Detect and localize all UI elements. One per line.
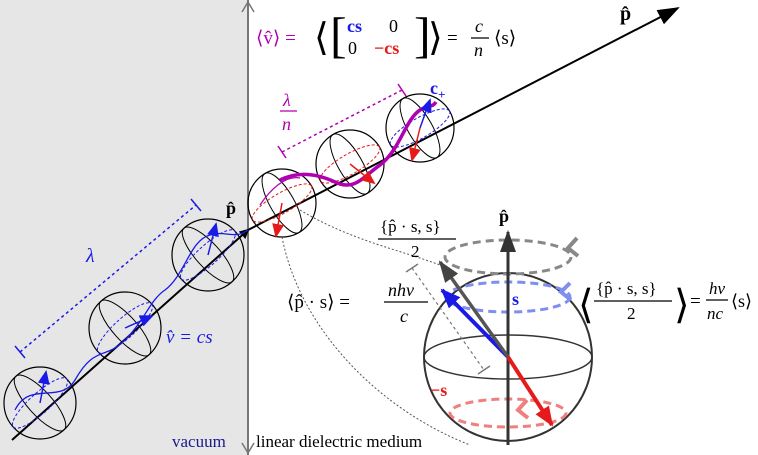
svg-text:⟨: ⟨: [578, 282, 594, 327]
medium-sphere-2: [315, 129, 385, 199]
vacuum-sphere-1: [3, 366, 77, 440]
matrix-r1c2: 0: [389, 16, 398, 36]
medium-propagation-axis: [247, 7, 680, 231]
anticomm-ring-chevron: [565, 236, 580, 258]
label-p-hat-top: p̂: [620, 3, 631, 25]
lambda-over-n-dimension-line: [281, 89, 403, 153]
matrix-r1c1: cs: [347, 16, 362, 36]
velocity-lhs: ⟨v̂⟩ =: [256, 28, 296, 49]
helicity-equation: ⟨p̂ · s⟩ = nhν c: [287, 280, 428, 326]
helicity-dimension-line: [411, 267, 485, 371]
label-s: s: [512, 289, 519, 309]
svg-text:⟩: ⟩: [674, 282, 690, 327]
svg-text:⟨: ⟨: [314, 17, 329, 59]
s-ring-chevron: [558, 281, 573, 302]
anticomm-vector: [438, 260, 510, 359]
medium-spin-arrow-1: [272, 202, 285, 238]
vacuum-spin-arrow-2: [124, 315, 154, 329]
c-plus-arrow: [419, 98, 432, 129]
svg-text:]: ]: [414, 7, 431, 63]
mean-anticomm-tail: ⟨s⟩: [731, 291, 752, 311]
matrix-r2c1: 0: [348, 38, 357, 58]
medium-spin-arrow-3: [409, 127, 421, 162]
helicity-num: nhν: [388, 280, 414, 300]
vacuum-spin-arrow-1: [37, 370, 50, 404]
label-lambda-over-n-den: n: [282, 114, 291, 134]
mean-anticomm-rden: nc: [707, 304, 724, 323]
vacuum-sphere-3: [171, 218, 245, 292]
label-c-plus: c+: [430, 78, 445, 102]
label-p-hat-interface: p̂: [226, 198, 236, 218]
label-v-equals-cs: v̂ = cs: [166, 327, 213, 348]
label-lambda: λ: [85, 245, 95, 267]
label-dielectric-medium: linear dielectric medium: [256, 432, 422, 451]
mean-anticomm-den: 2: [627, 304, 636, 323]
velocity-rhs-tail: ⟨s⟩: [494, 28, 516, 49]
label-minus-s: −s: [430, 380, 447, 400]
velocity-equation: ⟨v̂⟩ = ⟨ [ cs 0 0 −cs ] ⟩ = c n ⟨s⟩: [256, 7, 516, 63]
velocity-equals: =: [447, 28, 458, 49]
mean-anticomm-eq: =: [690, 291, 701, 312]
label-p-hat-sphere: p̂: [499, 206, 509, 226]
velocity-frac-den: n: [474, 40, 483, 60]
connector-upper: [299, 209, 441, 266]
medium-sphere-3: [385, 93, 455, 163]
vacuum-region: [0, 0, 248, 455]
lambda-dimension-line: [19, 204, 197, 353]
s-vector: [440, 288, 510, 359]
connector-lower: [281, 236, 471, 446]
anticomm-num: {p̂ · s, s}: [380, 217, 441, 236]
matrix-r2c2: −cs: [374, 38, 399, 58]
label-lambda-over-n-num: λ: [282, 90, 291, 110]
mean-anticomm-equation: ⟨ {p̂ · s, s} 2 ⟩ = hν nc ⟨s⟩: [578, 279, 752, 327]
anticomm-fraction: {p̂ · s, s} 2: [378, 217, 456, 261]
minus-s-ring-chevron: [515, 398, 530, 420]
minus-s-vector: [506, 355, 554, 427]
helicity-lhs: ⟨p̂ · s⟩ =: [287, 292, 350, 313]
vacuum-spin-arrow-3: [207, 222, 219, 256]
mean-anticomm-num: {p̂ · s, s}: [596, 279, 657, 298]
helicity-den: c: [400, 306, 408, 326]
label-vacuum: vacuum: [172, 432, 226, 451]
velocity-frac-num: c: [475, 16, 483, 36]
svg-text:⟩: ⟩: [428, 17, 443, 59]
medium-spin-arrow-2: [349, 163, 376, 185]
anticomm-den: 2: [411, 242, 420, 261]
svg-text:[: [: [330, 7, 347, 63]
mean-anticomm-rnum: hν: [709, 279, 726, 298]
